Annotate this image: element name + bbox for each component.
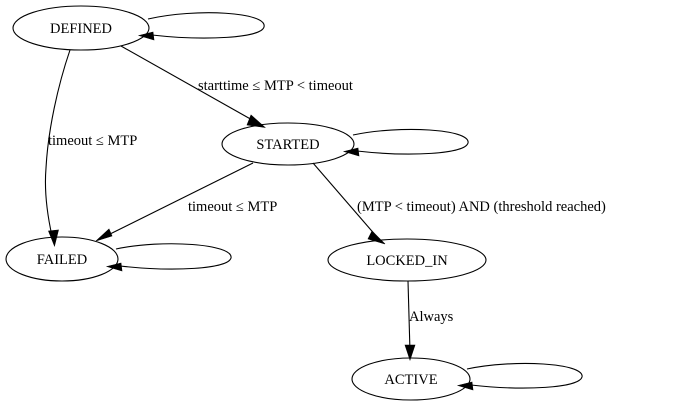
edge-defined-started: starttime ≤ MTP < timeout bbox=[120, 45, 353, 128]
state-node-active[interactable]: ACTIVE bbox=[351, 357, 471, 401]
state-node-started-shape[interactable] bbox=[221, 122, 355, 166]
edge-defined-started-path bbox=[120, 45, 255, 122]
state-node-locked-in[interactable]: LOCKED_IN bbox=[327, 238, 487, 282]
state-node-defined-label: DEFINED bbox=[50, 21, 112, 37]
state-node-failed[interactable]: FAILED bbox=[5, 236, 119, 282]
state-node-active-label: ACTIVE bbox=[384, 372, 437, 388]
state-node-failed-label: FAILED bbox=[37, 252, 87, 268]
state-node-active-shape[interactable] bbox=[351, 357, 471, 401]
edge-active-self-arrowhead bbox=[456, 381, 474, 391]
state-node-locked-in-label: LOCKED_IN bbox=[366, 253, 448, 269]
edge-locked-active-arrowhead bbox=[404, 344, 416, 361]
edge-defined-self-arrowhead bbox=[137, 31, 155, 41]
state-node-defined-shape[interactable] bbox=[12, 5, 150, 51]
state-node-locked-in-shape[interactable] bbox=[327, 238, 487, 282]
edge-failed-self-path bbox=[115, 243, 232, 270]
edge-started-locked-path bbox=[312, 162, 378, 238]
edge-started-locked-arrowhead bbox=[367, 230, 386, 245]
edge-started-self bbox=[342, 128, 469, 157]
edge-label-defined-failed: timeout ≤ MTP bbox=[48, 133, 137, 149]
edge-started-failed: timeout ≤ MTP bbox=[95, 162, 277, 242]
edge-started-failed-path bbox=[103, 162, 254, 238]
edge-active-self bbox=[456, 362, 583, 391]
state-node-failed-shape[interactable] bbox=[5, 236, 119, 282]
state-node-started-label: STARTED bbox=[256, 137, 319, 153]
edge-label-started-locked: (MTP < timeout) AND (threshold reached) bbox=[357, 199, 606, 215]
edge-defined-self bbox=[137, 12, 265, 41]
edge-defined-self-path bbox=[147, 12, 265, 39]
state-node-started[interactable]: STARTED bbox=[221, 122, 355, 166]
edge-defined-failed: timeout ≤ MTP bbox=[44, 49, 137, 247]
edge-locked-active-path bbox=[407, 280, 411, 353]
state-node-defined[interactable]: DEFINED bbox=[12, 5, 150, 51]
edge-defined-failed-path bbox=[44, 49, 71, 237]
edge-failed-self bbox=[105, 243, 232, 272]
edge-started-failed-arrowhead bbox=[95, 228, 113, 242]
edge-label-started-failed: timeout ≤ MTP bbox=[188, 199, 277, 215]
edge-locked-active: Always bbox=[404, 280, 454, 361]
edge-label-locked-active: Always bbox=[409, 309, 454, 325]
edge-defined-failed-arrowhead bbox=[48, 229, 59, 247]
edge-started-locked: (MTP < timeout) AND (threshold reached) bbox=[312, 162, 606, 245]
edge-active-self-path bbox=[466, 362, 583, 389]
edge-label-defined-started: starttime ≤ MTP < timeout bbox=[198, 78, 353, 94]
edge-started-self-path bbox=[352, 128, 469, 155]
